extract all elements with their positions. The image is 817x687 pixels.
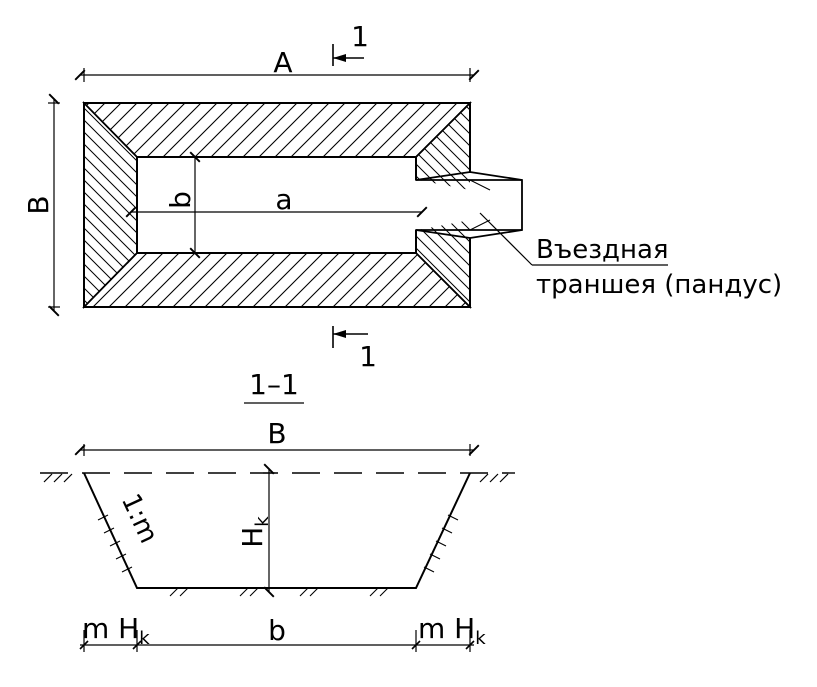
- offset-left-sub: k: [139, 628, 150, 649]
- ramp-callout: Въездная траншея (пандус): [479, 212, 782, 300]
- offset-left-label: m H: [82, 612, 139, 645]
- ramp-label-line2: траншея (пандус): [536, 270, 782, 300]
- depth-label: H: [236, 527, 269, 548]
- offset-right-label: m H: [418, 612, 475, 645]
- svg-text:m Hk: m Hk: [418, 612, 486, 649]
- slope-hatch: [97, 514, 459, 597]
- label-section-b: B: [267, 417, 286, 450]
- plan-bottom-band: [82, 252, 472, 308]
- svg-text:m Hk: m Hk: [82, 612, 150, 649]
- label-a: A: [273, 46, 292, 79]
- dim-b-inner: b: [164, 151, 201, 259]
- plan-top-band: [82, 102, 472, 158]
- svg-text:Hk: Hk: [236, 516, 273, 548]
- plan-view: A B b a 1 1: [22, 20, 782, 373]
- slope-label: 1:m: [115, 489, 164, 548]
- ramp: [415, 171, 523, 239]
- section-mark-top: 1: [332, 20, 369, 66]
- label-b-inner: b: [164, 191, 197, 209]
- ground-hatch: [43, 473, 509, 483]
- section-title: 1–1: [249, 368, 299, 401]
- dim-b-total: B: [22, 93, 60, 317]
- plan-inner-edge: [136, 156, 417, 254]
- label-a-inner: a: [275, 183, 292, 216]
- offset-right-sub: k: [475, 628, 486, 649]
- section-num-bottom: 1: [359, 340, 377, 373]
- dim-bottom-chain: m Hk b m Hk: [79, 612, 486, 652]
- ramp-label-line1: Въездная: [536, 235, 669, 265]
- dim-section-b: B: [74, 417, 480, 456]
- section-num-top: 1: [351, 20, 369, 53]
- label-bottom-b: b: [268, 614, 286, 647]
- depth-sub: k: [252, 516, 273, 527]
- dim-a-total: A: [74, 46, 480, 82]
- dim-a-inner: a: [125, 183, 428, 218]
- section-mark-bottom: 1: [332, 326, 377, 373]
- section-view: 1–1 B: [40, 368, 515, 652]
- dim-depth: Hk: [236, 463, 275, 598]
- pit-profile: [83, 472, 471, 589]
- label-b: B: [22, 195, 55, 214]
